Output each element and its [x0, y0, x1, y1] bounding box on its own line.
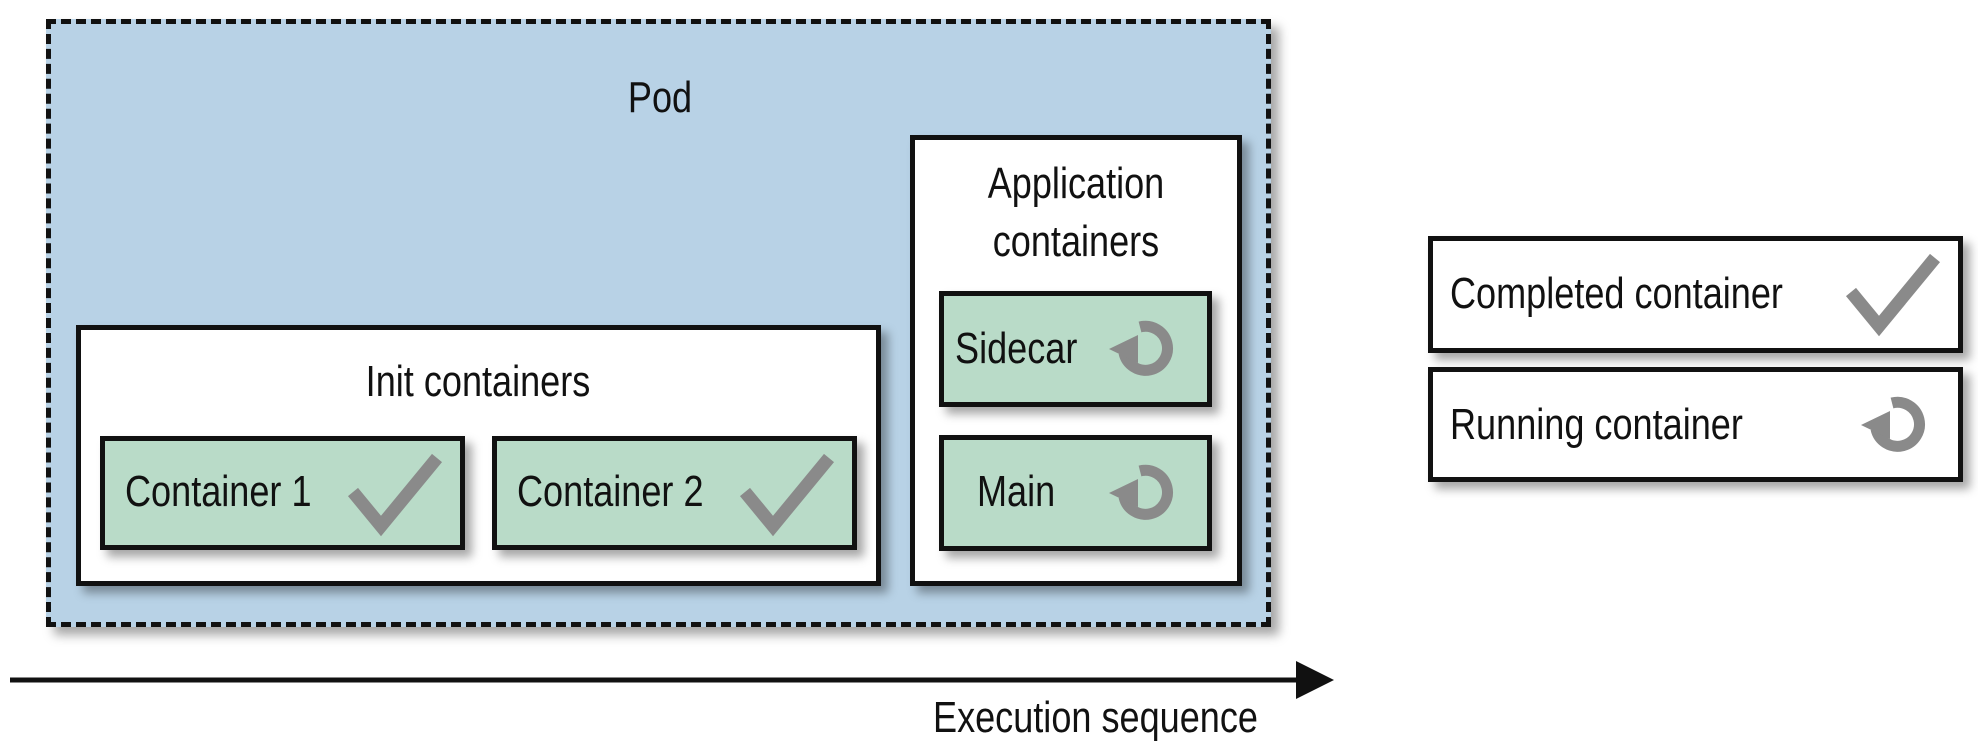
app-container-sidecar-label: Sidecar: [955, 324, 1078, 373]
legend-running-label: Running container: [1450, 400, 1743, 449]
execution-sequence-arrow: [10, 661, 1334, 699]
init-container-1-label: Container 1: [125, 467, 312, 516]
application-containers-title-line2: containers: [992, 217, 1160, 266]
check-icon: [347, 453, 443, 537]
check-icon: [739, 453, 835, 537]
pod-title: Pod: [627, 73, 693, 122]
legend-completed-label: Completed container: [1450, 269, 1783, 318]
init-containers-title: Init containers: [365, 357, 591, 406]
app-container-main-label: Main: [977, 467, 1056, 516]
init-container-2-label: Container 2: [517, 467, 704, 516]
execution-sequence-label: Execution sequence: [933, 693, 1258, 742]
application-containers-title-line1: Application: [987, 159, 1165, 208]
legend-completed: [1428, 236, 1963, 353]
check-icon: [1845, 253, 1941, 337]
running-icon: [1109, 320, 1173, 376]
running-icon: [1861, 396, 1925, 452]
running-icon: [1109, 464, 1173, 520]
